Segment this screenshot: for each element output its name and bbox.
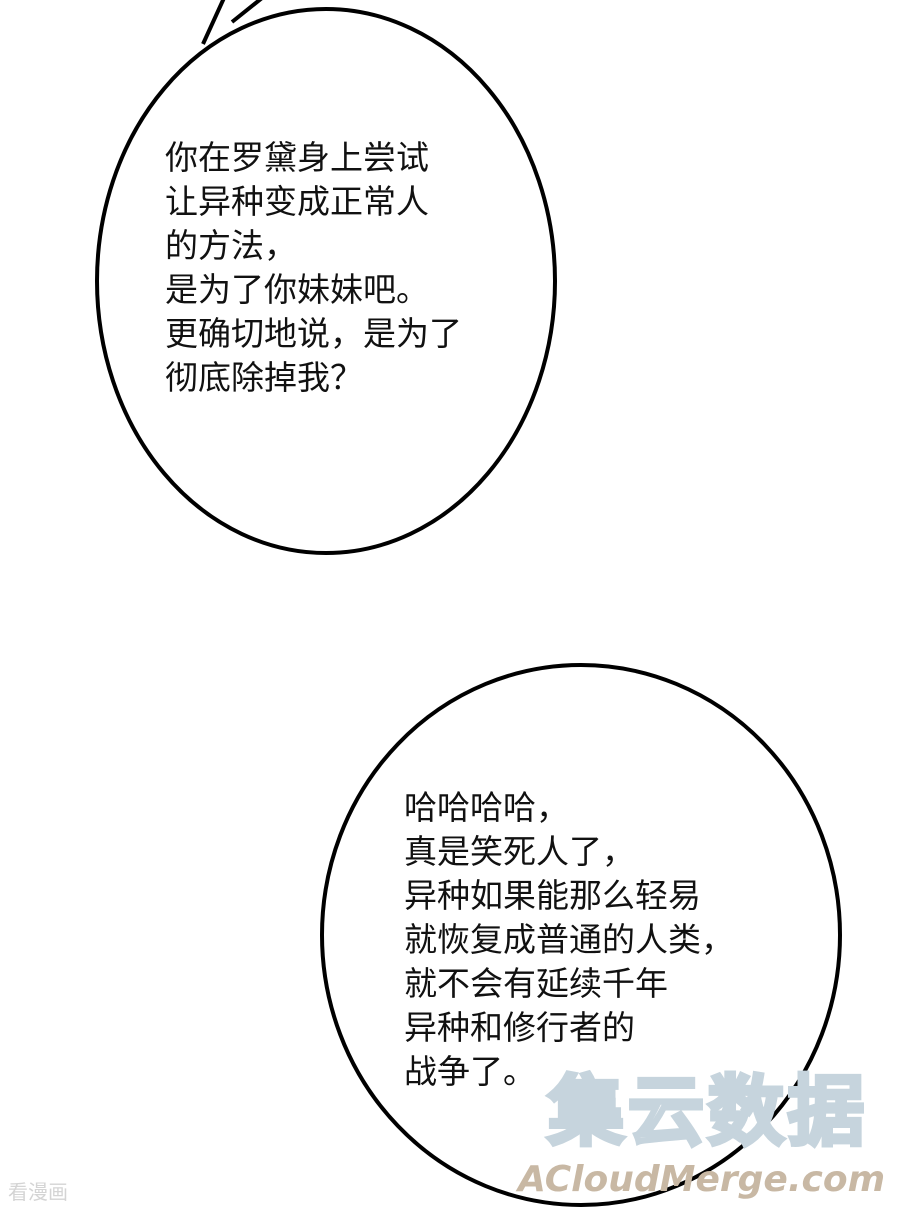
text-line: 就不会有延续千年 — [404, 964, 668, 1003]
text-line: 的方法， — [165, 226, 297, 265]
speech-bubble-1 — [95, 7, 557, 555]
watermark-left: 看漫画 — [8, 1180, 68, 1204]
bubble-1-tail — [201, 0, 263, 45]
text-line: 异种如果能那么轻易 — [404, 876, 701, 915]
text-line: 真是笑死人了， — [404, 832, 635, 871]
text-line: 是为了你妹妹吧。 — [165, 270, 429, 309]
watermark-en: ACloudMerge.com — [518, 1159, 886, 1200]
text-line: 哈哈哈哈， — [404, 788, 569, 827]
text-line: 你在罗黛身上尝试 — [165, 138, 429, 177]
speech-bubble-2 — [320, 663, 842, 1207]
text-line: 战争了。 — [404, 1052, 536, 1091]
watermark-cn: 集云数据 — [546, 1067, 868, 1156]
bubble-1-text: 你在罗黛身上尝试让异种变成正常人的方法， 是为了你妹妹吧。更确切地说，是为了彻底除… — [165, 136, 462, 400]
bubble-2-text: 哈哈哈哈， 真是笑死人了， 异种如果能那么轻易就恢复成普通的人类， 就不会有延续千年异… — [404, 786, 734, 1094]
text-line: 就恢复成普通的人类， — [404, 920, 734, 959]
text-line: 异种和修行者的 — [404, 1008, 635, 1047]
text-line: 让异种变成正常人 — [165, 182, 429, 221]
text-line: 更确切地说，是为了 — [165, 314, 462, 353]
text-line: 彻底除掉我？ — [165, 358, 363, 397]
